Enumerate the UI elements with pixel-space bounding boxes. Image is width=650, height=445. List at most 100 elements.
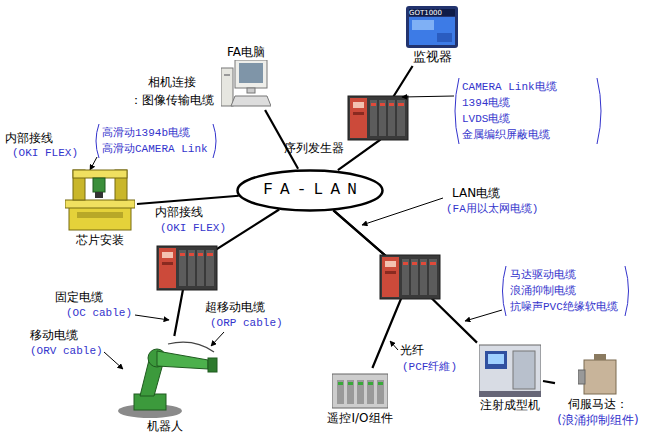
pc-drive [224,74,230,76]
cable-type: (FA用以太网电缆) [446,202,538,216]
chip-mounter: 芯片安装 [63,164,137,250]
list-bracket [597,78,601,144]
io-slot [367,380,374,404]
leader-arrow [104,352,123,369]
panel-screen [488,354,504,364]
machine-body [479,345,541,395]
base-panel [77,212,123,218]
robot: 机器人 [108,336,222,436]
control-panel [485,351,507,369]
device-caption: 芯片安装 [76,233,124,248]
network-cable [543,381,555,383]
io-led [378,382,383,385]
pc-screen [239,63,263,83]
machine-base [69,206,131,230]
robot-icon [110,338,220,418]
pc-monitor [235,60,267,88]
list-bracket [213,124,216,158]
injection-machine: 注射成型机 [477,335,543,415]
panel-screen [409,17,455,45]
screen-window [412,20,434,30]
pc-stand [247,88,255,93]
cable-type: (PCF纤維) [402,360,457,374]
cable-name: 光纤 [400,343,424,358]
network-cable [137,196,239,204]
panel-frame [406,6,458,48]
leader-arrow [390,341,398,350]
cable-type: (OKI FLEX) [160,221,226,235]
pc-tower [221,68,233,106]
io-led [338,382,343,385]
io-body [332,374,388,408]
io-led [358,382,363,385]
cable-type: (ORV cable) [30,344,103,358]
io-led [348,382,353,385]
mount-head [93,178,105,192]
leader-arrow [465,310,502,321]
chip-icon [65,166,135,232]
device-name: 序列发生器 [284,141,344,156]
motor-body [584,360,616,394]
robot-cable-arc [168,342,214,352]
pc-icon [221,60,271,108]
machine-base [479,391,541,397]
leader-arrow [362,198,443,225]
device-caption: (浪涌抑制组件) [557,413,638,428]
cable-type: 高滑动1394b电缆 [102,126,190,140]
device-caption: 遥控I/O组件 [327,411,392,426]
leader-arrow [402,96,454,97]
device-caption: 机器人 [147,419,183,434]
list-bracket [503,266,507,316]
remote-io: 遥控I/O组件 [325,368,395,428]
motor-connector [594,354,606,360]
ellipse-border [238,170,383,210]
cable-type: 金属编织屏蔽电缆 [462,128,550,142]
io-slot [377,380,384,404]
cable-name: 内部接线 [155,205,203,220]
cable-name: LAN电缆 [452,186,500,201]
list-bracket [96,124,99,158]
cable-type: 高滑动CAMERA Link [102,142,208,156]
io-slot [357,380,364,404]
servo-icon [578,354,618,396]
servo-motor: 伺服马达：(浪涌抑制组件) [555,352,641,430]
cable-type: 抗噪声PVC绝缘软电缆 [510,300,618,314]
io-led [368,382,373,385]
cable-name: 内部接线 [5,131,53,146]
mount-camera [95,192,103,198]
leader-arrow [211,332,224,346]
cable-type: (OC cable) [66,306,132,320]
leader-arrow [90,157,97,170]
cable-note: ：图像传输电缆 [130,93,214,108]
motor-shaft [578,370,585,384]
device-caption: 监视器 [413,49,452,64]
network-cable [338,66,413,170]
list-bracket [455,78,459,144]
io-icon [332,370,388,410]
network-cable [333,210,477,342]
device-caption: 伺服马达： [568,397,628,412]
device-caption: 注射成型机 [480,398,540,413]
cable-name: 固定电缆 [55,290,103,305]
robot-upper-arm [157,351,208,369]
gantry-beam [73,170,127,178]
cable-type: 浪涌抑制电缆 [510,284,576,298]
fa-computer: FA电脑 [219,42,273,110]
cable-name: 移动电缆 [30,328,78,343]
cable-type: LVDS电缆 [462,112,510,126]
device-caption: FA电脑 [227,45,265,60]
list-bracket [625,266,629,316]
cable-type: 1394电缆 [462,96,510,110]
plc-unit [380,255,440,299]
cable-type: (OKI FLEX) [12,146,78,160]
cable-name: 超移动电缆 [205,300,265,315]
plc-unit [348,96,408,140]
io-slot [347,380,354,404]
inject-icon [479,337,541,397]
cable-type: (ORP cable) [210,316,283,330]
cable-type: 马达驱动电缆 [510,268,576,282]
plc-unit [157,246,217,290]
network-name: FA-LAN [256,181,364,200]
leader-arrow [135,315,169,320]
pc-keyboard [231,96,271,106]
